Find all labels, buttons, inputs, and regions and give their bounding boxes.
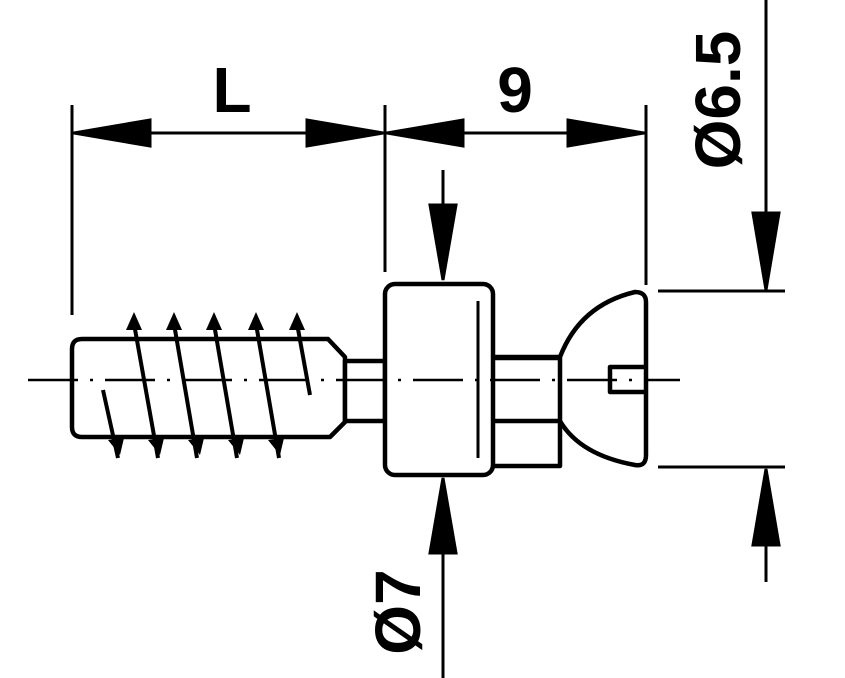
collar-diameter-label: Ø7 <box>362 569 434 654</box>
countersunk-head <box>557 289 649 468</box>
head-length-label: 9 <box>497 54 533 126</box>
arrowhead <box>305 118 384 148</box>
arrowhead <box>428 477 458 555</box>
head-diameter-label: Ø6.5 <box>682 31 754 170</box>
outer-neck-body <box>492 358 560 421</box>
thread-helix <box>101 317 312 459</box>
arrowhead <box>751 468 781 547</box>
thread-tips <box>108 312 305 455</box>
arrowhead <box>751 211 781 291</box>
arrowhead <box>428 203 458 281</box>
arrowhead <box>386 118 465 148</box>
length-label: L <box>212 54 251 126</box>
inner-neck <box>342 358 388 424</box>
arrowhead <box>73 118 152 148</box>
arrowhead <box>566 118 645 148</box>
